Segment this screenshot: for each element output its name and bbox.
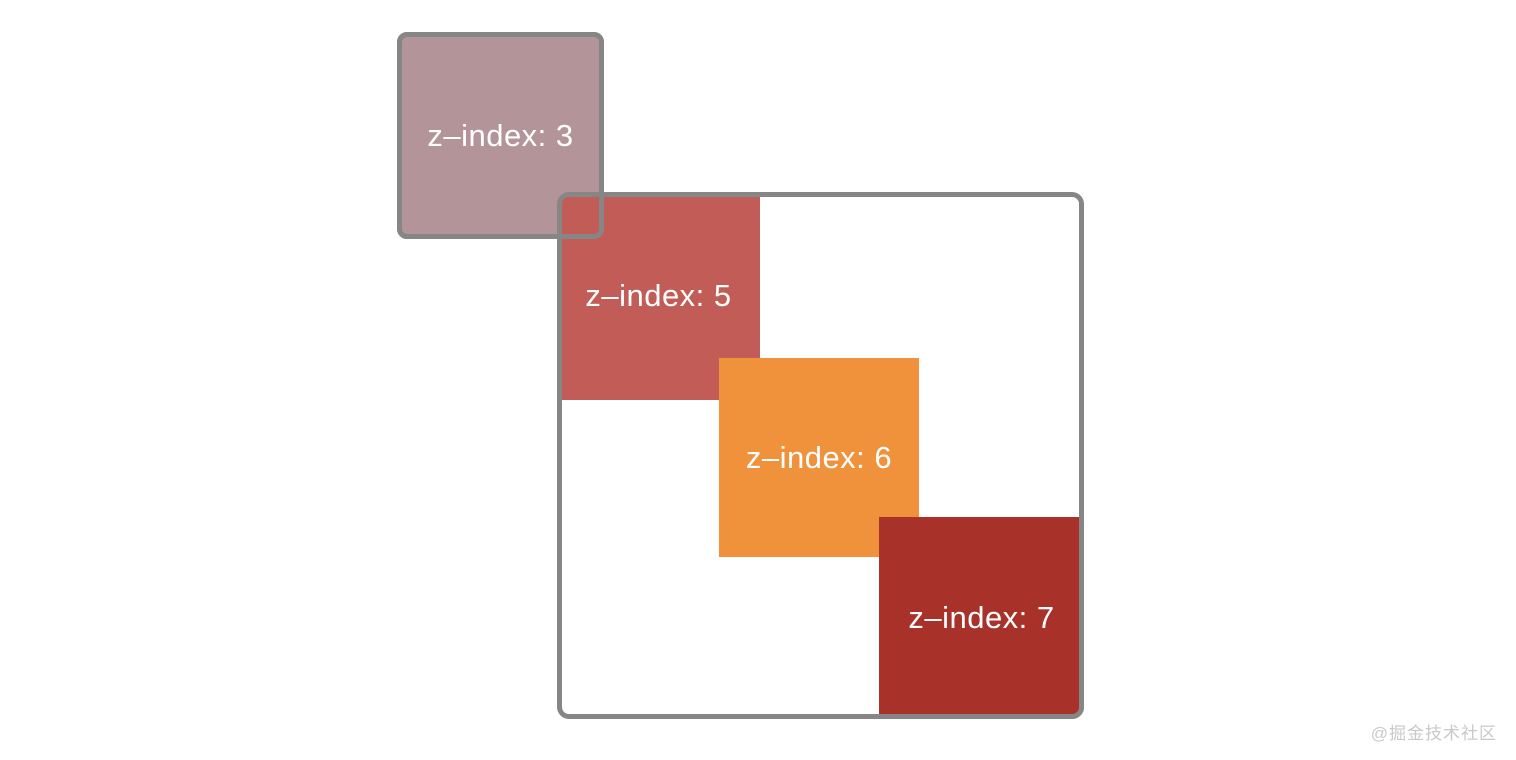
z-index-5-label: z–index: 5 — [585, 278, 732, 313]
z-index-3-box: z–index: 3 — [397, 32, 604, 239]
juejin-watermark: @掘金技术社区 — [1370, 724, 1497, 743]
z-index-7-box: z–index: 7 — [879, 517, 1084, 719]
z-index-7-label: z–index: 7 — [908, 600, 1055, 635]
z-index-6-label: z–index: 6 — [745, 439, 893, 475]
parent-container: z–index: 5 z–index: 6 z–index: 7 — [557, 192, 1084, 719]
z-index-3-label: z–index: 3 — [427, 117, 574, 153]
